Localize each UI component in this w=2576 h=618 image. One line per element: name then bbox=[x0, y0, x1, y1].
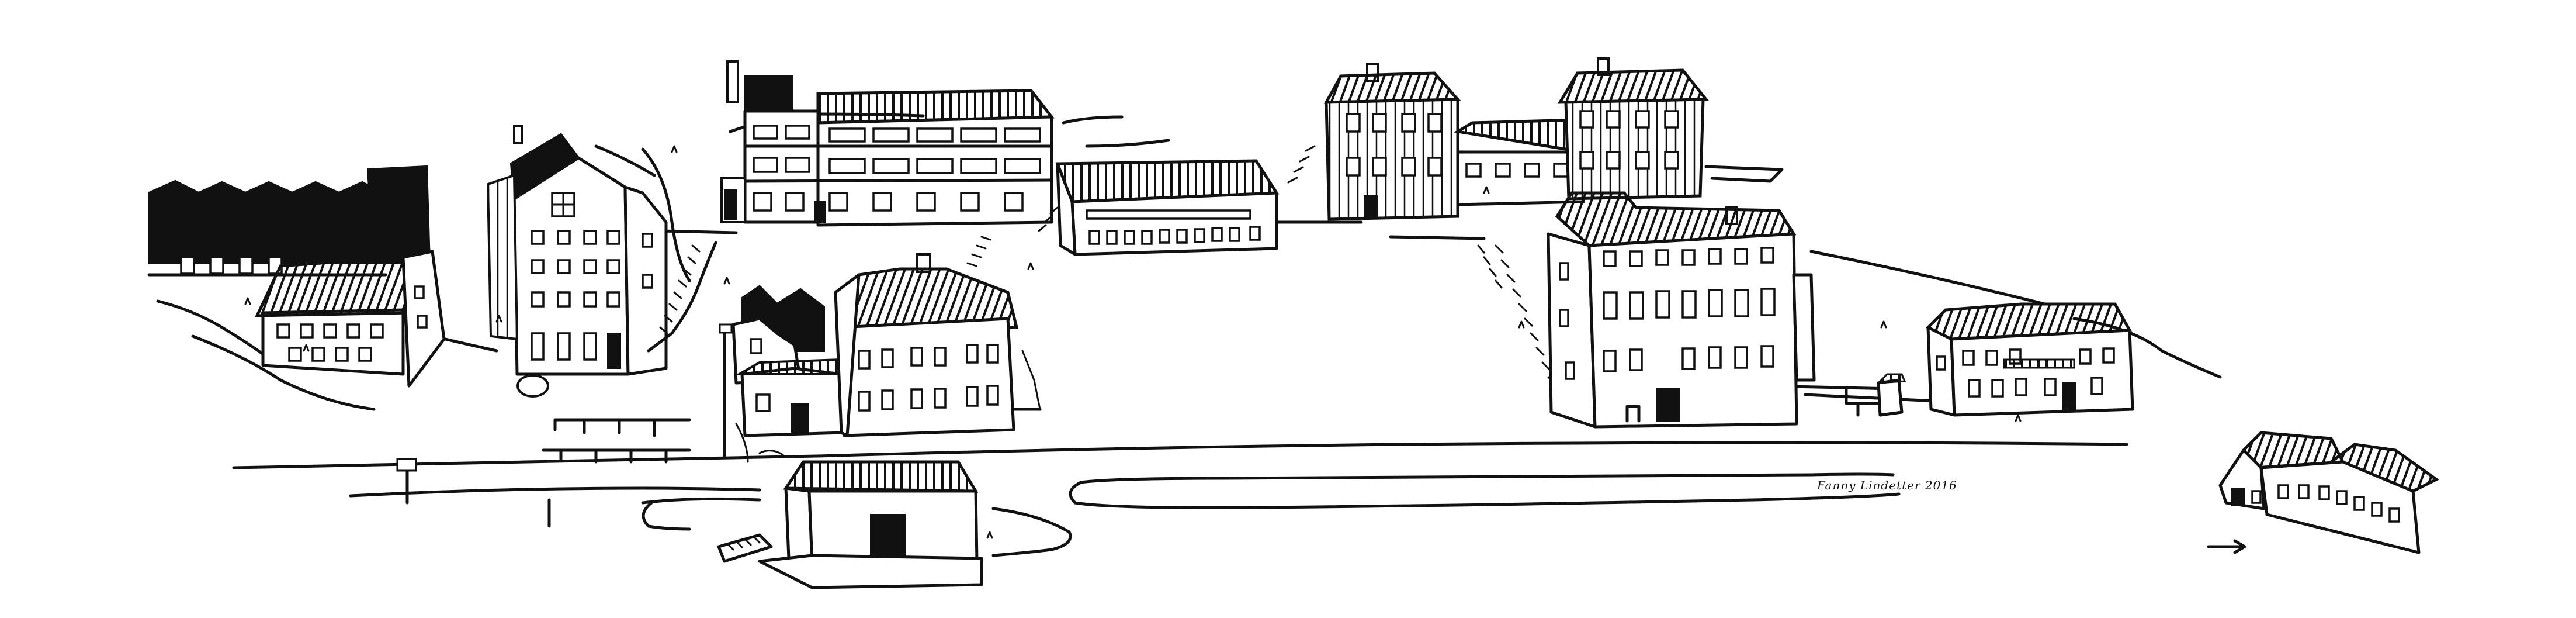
right-hill-house bbox=[1925, 302, 2134, 417]
large-right-building bbox=[1547, 191, 1906, 429]
arrow-right-icon bbox=[2207, 539, 2246, 554]
road bbox=[232, 441, 2128, 557]
fences-and-steps bbox=[542, 145, 1895, 464]
grass-tufts bbox=[244, 145, 2022, 539]
rock bbox=[516, 374, 549, 398]
central-house-main bbox=[719, 253, 1042, 463]
back-factory-long bbox=[720, 60, 1055, 227]
terrain-lines bbox=[156, 112, 2222, 411]
signpost bbox=[396, 458, 417, 505]
central-house-black-gable bbox=[731, 285, 849, 437]
long-low-building bbox=[1055, 159, 1280, 256]
artist-signature: Fanny Lindetter 2016 bbox=[1817, 478, 1957, 492]
mill-building bbox=[486, 125, 668, 376]
bottom-shed bbox=[717, 460, 983, 589]
factory-sawtooth-hall bbox=[147, 165, 431, 277]
far-right-small-house bbox=[2218, 431, 2439, 554]
upper-right-houses bbox=[1323, 57, 1784, 221]
low-house-left bbox=[255, 250, 446, 388]
